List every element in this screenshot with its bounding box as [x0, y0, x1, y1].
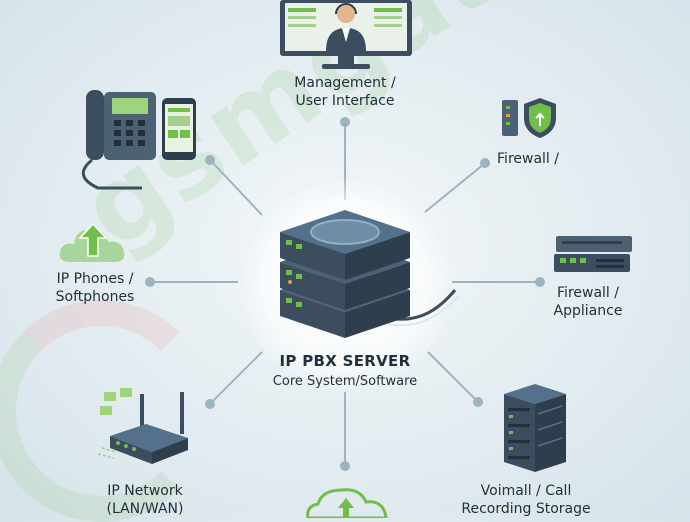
connector-firewall-top: [424, 163, 485, 213]
cloud-upload-icon: [59, 222, 125, 262]
connector-ip-phones: [211, 161, 263, 216]
connector-dot-ip-network: [205, 399, 215, 409]
connector-dot-ip-phones: [205, 155, 215, 165]
management-label: Management / User Interface: [294, 75, 396, 109]
desk-phone-icon: [81, 90, 196, 190]
router-icon: [97, 388, 188, 464]
connector-dot-softphones: [145, 277, 155, 287]
firewall-appliance-icon: [554, 236, 632, 272]
shield-icon: [502, 98, 556, 138]
ip-phones-label: IP Phones / Softphones: [55, 271, 135, 305]
server-stack-icon: [280, 210, 459, 338]
monitor-agent-icon: [280, 0, 412, 69]
cloud-icon: [306, 488, 388, 518]
center-subtitle: Core System/Software: [272, 374, 418, 389]
connector-ip-network: [211, 351, 263, 403]
connector-dot-firewall-top: [480, 158, 490, 168]
connector-dot-cloud: [340, 461, 350, 471]
connector-dot-management: [340, 117, 350, 127]
connector-voicemail: [427, 351, 477, 401]
ip-network-label: IP Network (LAN/WAN): [106, 483, 184, 517]
center-title: IP PBX SERVER: [279, 352, 411, 370]
connector-dot-voicemail: [473, 397, 483, 407]
firewall-appliance-label: Firewall / Appliance: [553, 285, 623, 319]
connector-dot-firewall-appliance: [535, 277, 545, 287]
voicemail-label: Voimall / Call Recording Storage: [461, 483, 591, 517]
storage-rack-icon: [504, 384, 566, 472]
firewall-top-label: Firewall /: [497, 151, 559, 167]
